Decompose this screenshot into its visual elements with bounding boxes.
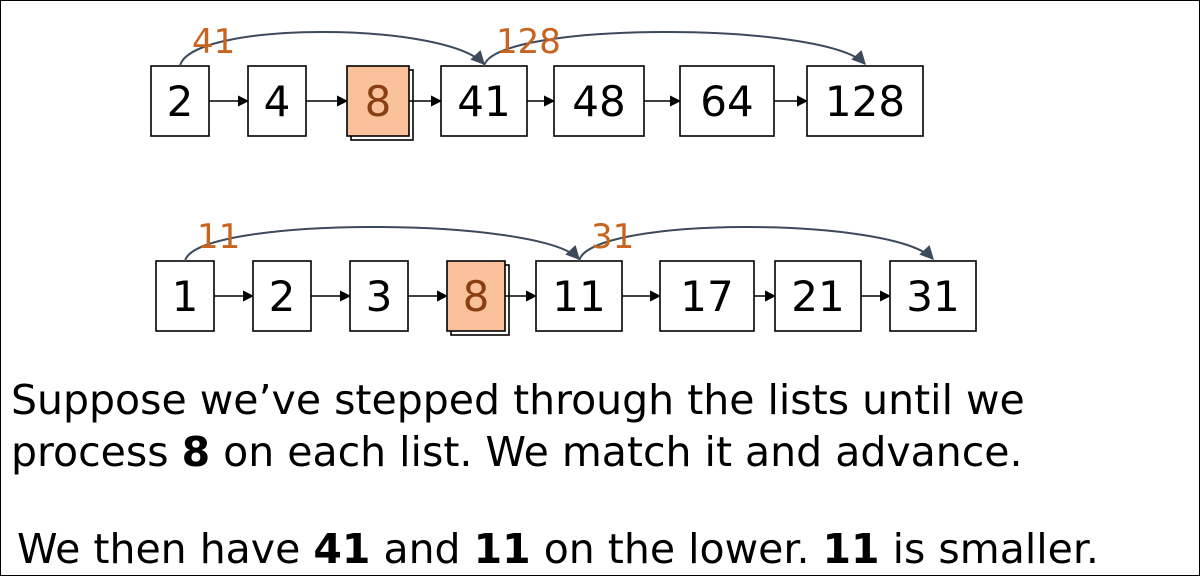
list-upper-node <box>806 65 924 137</box>
list-lower-node-highlighted <box>446 260 506 332</box>
list-lower-skip-pointer <box>184 226 580 262</box>
list-lower-node <box>774 260 862 332</box>
list-lower-node <box>535 260 623 332</box>
list-upper-skip-pointer <box>483 31 866 67</box>
list-upper-node-label: 2 <box>167 77 194 126</box>
list-upper-node <box>440 65 528 137</box>
list-upper-node <box>247 65 307 137</box>
list-lower-node-label: 31 <box>906 272 959 321</box>
paragraph-1: Suppose we’ve stepped through the lists … <box>11 374 1025 478</box>
list-upper-node-label: 64 <box>700 77 753 126</box>
list-upper-node-label: 128 <box>825 77 905 126</box>
list-lower-node <box>252 260 312 332</box>
list-upper-node <box>679 65 775 137</box>
paragraph-2-a: We then have <box>17 525 314 573</box>
list-lower-node <box>659 260 755 332</box>
paragraph-1-post: on each list. We match it and advance. <box>210 428 1023 476</box>
paragraph-2-g: is smaller. <box>879 525 1099 573</box>
list-lower-node-label: 11 <box>552 272 605 321</box>
list-lower-skip-pointer <box>578 226 934 262</box>
list-lower-node-label: 8 <box>463 272 490 321</box>
paragraph-2: We then have 41 and 11 on the lower. 11 … <box>17 523 1099 575</box>
paragraph-2-c: and <box>370 525 474 573</box>
paragraph-2-value-11-a: 11 <box>473 525 531 573</box>
list-upper-node-label: 41 <box>457 77 510 126</box>
list-lower-node-label: 21 <box>791 272 844 321</box>
list-upper-node-label: 48 <box>572 77 625 126</box>
list-lower-node-label: 17 <box>680 272 733 321</box>
paragraph-2-value-41: 41 <box>313 525 371 573</box>
list-lower-skip-label: 31 <box>591 217 634 257</box>
list-upper-skip-label: 41 <box>192 22 235 62</box>
paragraph-1-line-1: Suppose we’ve stepped through the lists … <box>11 376 1025 424</box>
list-lower-node <box>349 260 409 332</box>
list-lower-skip-label: 11 <box>197 217 240 257</box>
list-upper-node-highlighted <box>346 65 410 137</box>
list-lower-node-label: 3 <box>366 272 393 321</box>
list-upper-node <box>150 65 210 137</box>
paragraph-1-pre: process <box>11 428 182 476</box>
list-upper-node <box>553 65 645 137</box>
list-lower-node-label: 2 <box>269 272 296 321</box>
list-upper-skip-pointer <box>179 31 485 67</box>
paragraph-2-e: on the lower. <box>530 525 823 573</box>
list-upper-skip-label: 128 <box>496 22 561 62</box>
list-upper-node-label: 4 <box>264 77 291 126</box>
paragraph-2-value-11-b: 11 <box>822 525 880 573</box>
list-upper-node-label: 8 <box>365 77 392 126</box>
list-lower-node <box>889 260 977 332</box>
paragraph-1-bold-value: 8 <box>181 428 211 476</box>
list-lower-node-label: 1 <box>172 272 199 321</box>
